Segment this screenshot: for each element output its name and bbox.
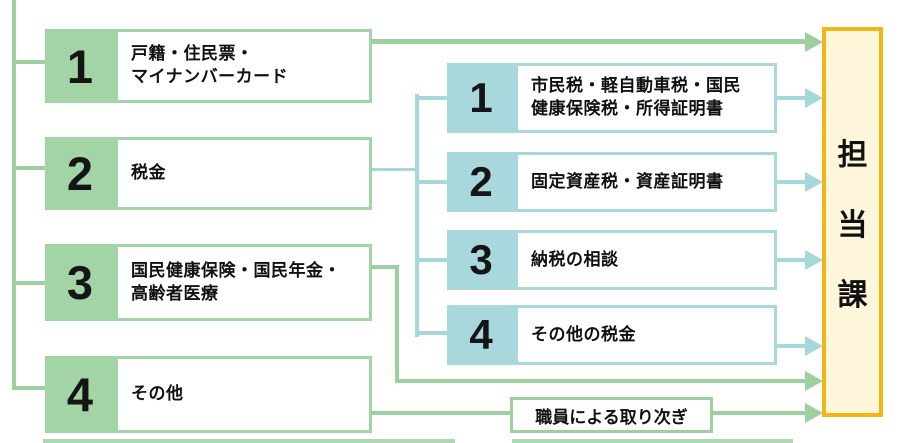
arrow-icon-tax1 (805, 88, 823, 108)
destination-char-1: 担 (837, 139, 868, 172)
menu-item-1-number: 1 (45, 29, 115, 103)
menu-item-2-label: 税金 (115, 137, 372, 210)
tax-item-4-number: 4 (447, 305, 515, 365)
destination-department-box: 担 当 課 (822, 27, 883, 417)
destination-char-3: 課 (837, 279, 868, 312)
cropped-box-edge-right (512, 439, 793, 443)
arrow-icon-tax2 (805, 172, 823, 192)
line-menu3-out (372, 265, 399, 269)
left-stub-1 (12, 60, 45, 64)
menu-item-4-other: 4 その他 (45, 356, 372, 433)
line-tax3-to-dest (777, 258, 807, 262)
tax-item-4-label: その他の税金 (515, 305, 777, 365)
cropped-box-edge-left (43, 439, 455, 443)
left-stub-4 (12, 386, 45, 390)
left-stub-3 (12, 281, 45, 285)
line-menu3-down (395, 265, 399, 383)
arrow-icon-menu1 (805, 32, 823, 52)
arrow-icon-menu4 (805, 403, 823, 423)
tax-item-1-number: 1 (447, 63, 515, 133)
tax-item-1-label: 市民税・軽自動車税・国民 健康保険税・所得証明書 (515, 63, 777, 133)
staff-relay-box: 職員による取り次ぎ (510, 397, 713, 433)
menu-item-3-number: 3 (45, 244, 115, 321)
left-stub-2 (12, 166, 45, 170)
tax-item-2-kotei: 2 固定資産税・資産証明書 (447, 152, 777, 212)
line-menu1-to-dest (372, 39, 807, 44)
tax-stub-4 (415, 331, 447, 335)
tax-trunk-line (415, 94, 419, 337)
menu-item-1-label: 戸籍・住民票・ マイナンバーカード (115, 29, 372, 103)
tax-stub-1 (415, 96, 447, 100)
line-tax4-to-dest (777, 344, 807, 348)
line-tax1-to-dest (777, 96, 807, 100)
tax-item-3-label: 納税の相談 (515, 230, 777, 290)
left-trunk-line (12, 0, 16, 390)
tax-item-3-nouzei: 3 納税の相談 (447, 230, 777, 290)
tax-item-2-label: 固定資産税・資産証明書 (515, 152, 777, 212)
tax-item-1-shiminzei: 1 市民税・軽自動車税・国民 健康保険税・所得証明書 (447, 63, 777, 133)
line-tax2-to-dest (777, 180, 807, 184)
menu-item-4-number: 4 (45, 356, 115, 433)
tax-item-2-number: 2 (447, 152, 515, 212)
arrow-icon-menu3 (805, 371, 823, 391)
line-menu2-to-trunk (372, 168, 419, 171)
menu-item-1-koseki: 1 戸籍・住民票・ マイナンバーカード (45, 29, 372, 103)
tax-item-4-other: 4 その他の税金 (447, 305, 777, 365)
tax-item-3-number: 3 (447, 230, 515, 290)
tax-stub-2 (415, 180, 447, 184)
menu-item-2-tax: 2 税金 (45, 137, 372, 210)
arrow-icon-tax3 (805, 250, 823, 270)
arrow-icon-tax4 (805, 336, 823, 356)
tax-stub-3 (415, 258, 447, 262)
menu-item-2-number: 2 (45, 137, 115, 210)
menu-item-4-label: その他 (115, 356, 372, 433)
destination-char-2: 当 (837, 209, 868, 242)
menu-item-3-insurance: 3 国民健康保険・国民年金・ 高齢者医療 (45, 244, 372, 321)
menu-item-3-label: 国民健康保険・国民年金・ 高齢者医療 (115, 244, 372, 321)
line-menu3-to-dest (395, 379, 807, 383)
staff-relay-label: 職員による取り次ぎ (535, 407, 688, 427)
